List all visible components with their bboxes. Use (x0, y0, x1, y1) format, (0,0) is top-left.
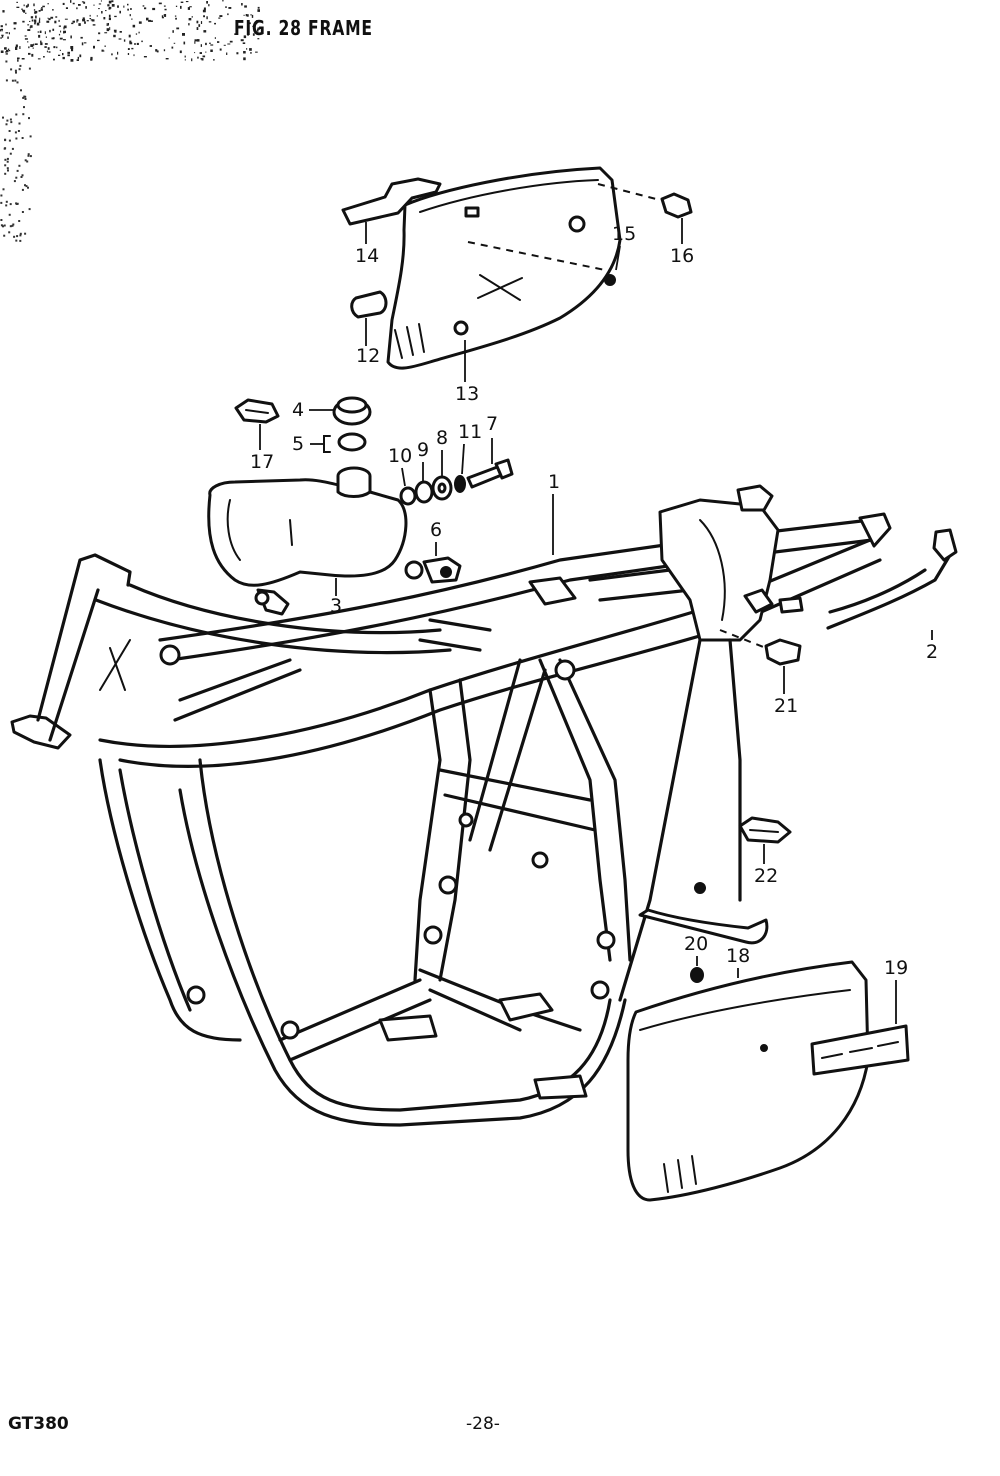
part-15-nut (604, 274, 616, 286)
callout-1: 1 (548, 471, 560, 555)
callout-number-3: 3 (330, 595, 342, 617)
part-6-cushion (404, 556, 462, 584)
part-22-clamp (738, 816, 792, 844)
part-9-washer (414, 480, 434, 504)
figure-title: FIG. 28 FRAME (234, 16, 373, 40)
part-16-clip (597, 183, 693, 219)
part-18-side-cover (626, 960, 870, 1202)
callout-number-16: 16 (670, 245, 694, 267)
part-8-cushion (431, 475, 453, 501)
callout-bracket-5 (323, 435, 331, 453)
callout-20: 20 (684, 933, 708, 966)
callout-number-19: 19 (884, 957, 908, 979)
callout-15: 15 (612, 223, 636, 271)
part-19-emblem (810, 1024, 910, 1076)
callout-16: 16 (670, 218, 694, 267)
callout-number-6: 6 (430, 519, 442, 541)
callout-21: 21 (774, 666, 798, 717)
callout-number-18: 18 (726, 945, 750, 967)
callout-number-9: 9 (417, 439, 429, 461)
callout-4: 4 (292, 399, 334, 421)
part-17-clamp (234, 398, 280, 424)
callout-18: 18 (726, 945, 750, 978)
scan-noise (0, 0, 260, 242)
callout-leader-15 (615, 245, 621, 271)
part-14-bracket (341, 177, 442, 226)
callout-number-20: 20 (684, 933, 708, 955)
callout-number-8: 8 (436, 427, 448, 449)
part-13-side-cover (386, 166, 622, 370)
callout-number-2: 2 (926, 641, 938, 663)
callout-number-22: 22 (754, 865, 778, 887)
callout-number-10: 10 (388, 445, 412, 467)
callout-leader-10 (401, 467, 406, 487)
callout-5: 5 (292, 433, 331, 455)
part-10-collar (399, 486, 417, 506)
callout-leader-11 (461, 443, 465, 475)
callout-6: 6 (430, 519, 442, 556)
callout-number-14: 14 (355, 245, 379, 267)
footer-page-number: -28- (466, 1414, 500, 1434)
callout-number-4: 4 (292, 399, 304, 421)
callout-number-11: 11 (458, 421, 482, 443)
callout-12: 12 (356, 318, 380, 367)
callout-number-5: 5 (292, 433, 304, 455)
callout-14: 14 (355, 222, 379, 267)
callout-number-7: 7 (486, 413, 498, 435)
callout-11: 11 (458, 421, 482, 475)
part-12-grommet (350, 290, 388, 319)
callout-10: 10 (388, 445, 412, 487)
callout-7: 7 (486, 413, 498, 464)
footer-model: GT380 (8, 1414, 69, 1434)
part-21-clip (719, 629, 802, 666)
callout-number-12: 12 (356, 345, 380, 367)
part-7-bolt (466, 458, 514, 489)
callout-17: 17 (250, 424, 274, 473)
callout-13: 13 (455, 340, 479, 405)
part-3-oil-tank (207, 466, 408, 616)
callout-8: 8 (436, 427, 448, 476)
part-4-cap (332, 396, 372, 426)
callout-number-13: 13 (455, 383, 479, 405)
callout-22: 22 (754, 844, 778, 887)
part-11-washer (454, 475, 466, 493)
callout-19: 19 (884, 957, 908, 1024)
callout-2: 2 (926, 630, 938, 663)
callout-number-17: 17 (250, 451, 274, 473)
callout-3: 3 (330, 578, 342, 617)
callout-9: 9 (417, 439, 429, 482)
part-1-frame (10, 484, 892, 1127)
part-2-stay (826, 528, 958, 630)
callout-number-21: 21 (774, 695, 798, 717)
part-20-grommet (690, 967, 704, 983)
part-5-packing (337, 432, 367, 452)
callout-number-15: 15 (612, 223, 636, 245)
callout-number-1: 1 (548, 471, 560, 493)
